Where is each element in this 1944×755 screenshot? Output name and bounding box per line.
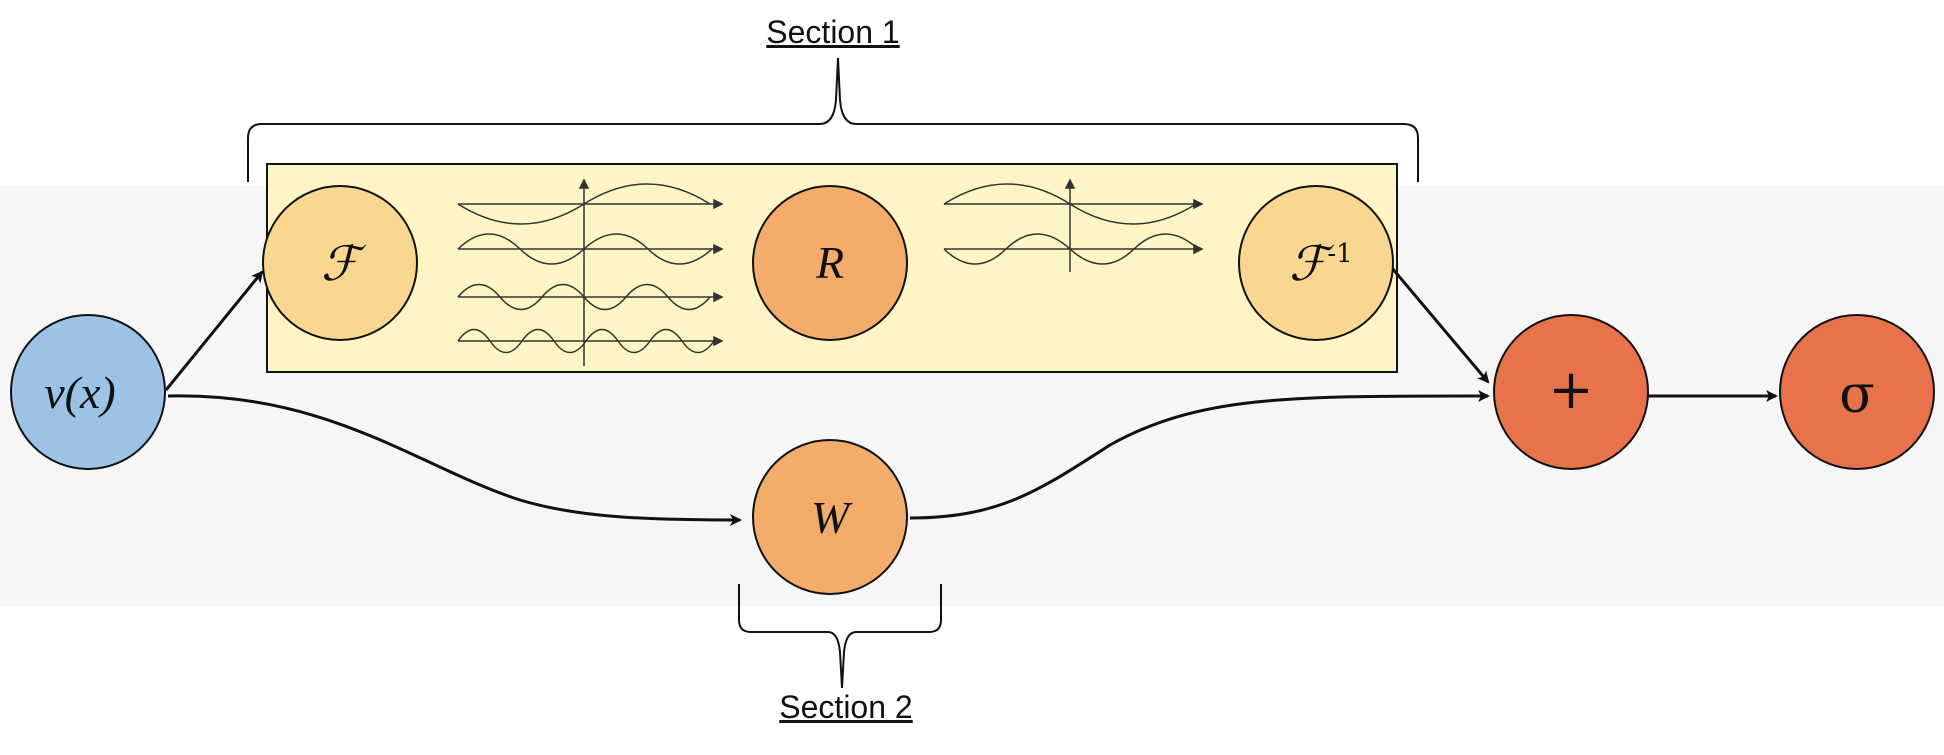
node-w: W [752, 439, 908, 595]
node-w-label: W [811, 492, 853, 543]
connectors [164, 267, 1778, 526]
fourier-modes-left [457, 178, 724, 366]
edge-w-to-sum [909, 389, 1490, 520]
node-sum-label: + [1548, 358, 1593, 421]
node-sigma: σ [1779, 314, 1935, 470]
node-sum: + [1493, 314, 1649, 470]
edge-input-to-w [167, 394, 742, 526]
edge-input-to-fourier [164, 270, 264, 391]
node-inverse-fourier-superscript: -1 [1327, 239, 1352, 269]
node-input: v(x) [10, 314, 166, 470]
node-input-label: v(x) [44, 367, 115, 418]
node-r-label: R [815, 237, 844, 288]
section1-label: Section 1 [766, 14, 900, 50]
node-sigma-label: σ [1839, 365, 1875, 425]
section2-label: Section 2 [779, 689, 913, 725]
node-fourier: ℱ [262, 185, 418, 341]
section1-brace [247, 57, 1419, 182]
node-r: R [752, 185, 908, 341]
section2-brace [738, 584, 942, 689]
fourier-modes-right [943, 178, 1204, 272]
node-inverse-fourier: ℱ -1 [1238, 185, 1394, 341]
edge-inverse-to-sum [1390, 267, 1490, 384]
